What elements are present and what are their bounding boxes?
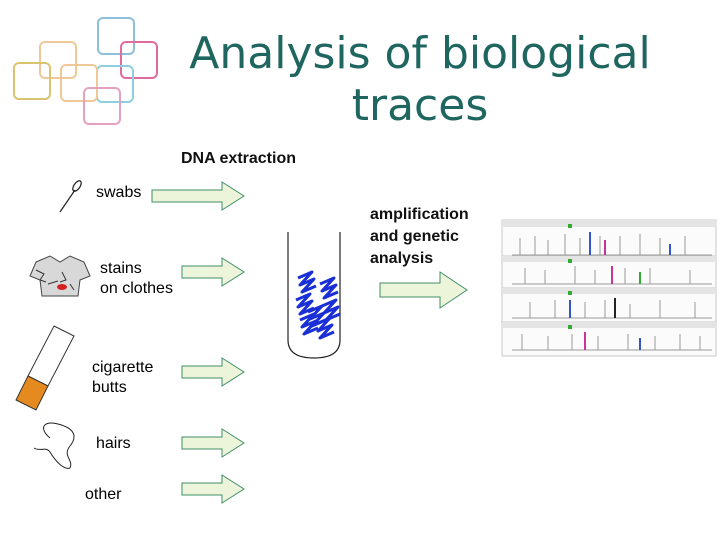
- sample-label-line: hairs: [96, 435, 131, 452]
- sample-label-line: butts: [92, 379, 127, 396]
- cigarette-icon: [15, 325, 75, 411]
- electropherogram-panel-1: [501, 219, 717, 263]
- arrow-amplification: [379, 271, 468, 309]
- sample-label-hairs: hairs: [96, 434, 131, 454]
- sample-label-cigarette: cigarette butts: [92, 358, 153, 398]
- sample-label-stains: stains on clothes: [100, 259, 173, 299]
- sample-label-line: on clothes: [100, 280, 173, 297]
- amplification-line-2: and genetic: [370, 228, 459, 245]
- electropherogram-panel-4: [501, 321, 717, 357]
- sample-label-line: other: [85, 486, 122, 503]
- title-line-2: traces: [351, 80, 489, 131]
- sample-label-swabs: swabs: [96, 183, 141, 203]
- dna-extraction-label: DNA extraction: [181, 150, 296, 167]
- electropherogram-panel-2: [501, 255, 717, 293]
- test-tube: [287, 232, 341, 359]
- arrow-hairs: [181, 428, 245, 458]
- swab-icon: [59, 180, 82, 213]
- arrow-cigarette: [181, 357, 245, 387]
- page-title: Analysis of biological traces: [150, 28, 690, 132]
- logo-squares: [13, 17, 158, 125]
- sample-label-line: swabs: [96, 184, 142, 201]
- amplification-line-1: amplification: [370, 206, 469, 223]
- arrow-other: [181, 474, 245, 504]
- electropherogram-panel-3: [501, 287, 717, 327]
- electropherogram-panels: [501, 219, 717, 357]
- shirt-icon: [29, 255, 91, 297]
- arrow-swabs: [151, 181, 245, 211]
- amplification-line-3: analysis: [370, 250, 434, 267]
- sample-label-other: other: [85, 485, 121, 505]
- dna-strands: [295, 270, 341, 340]
- sample-label-line: cigarette: [92, 359, 154, 376]
- amplification-label: amplification and genetic analysis: [370, 204, 469, 270]
- title-line-1: Analysis of biological: [189, 28, 651, 79]
- sample-label-line: stains: [100, 260, 142, 277]
- hair-icon: [33, 422, 75, 469]
- arrow-stains: [181, 257, 245, 287]
